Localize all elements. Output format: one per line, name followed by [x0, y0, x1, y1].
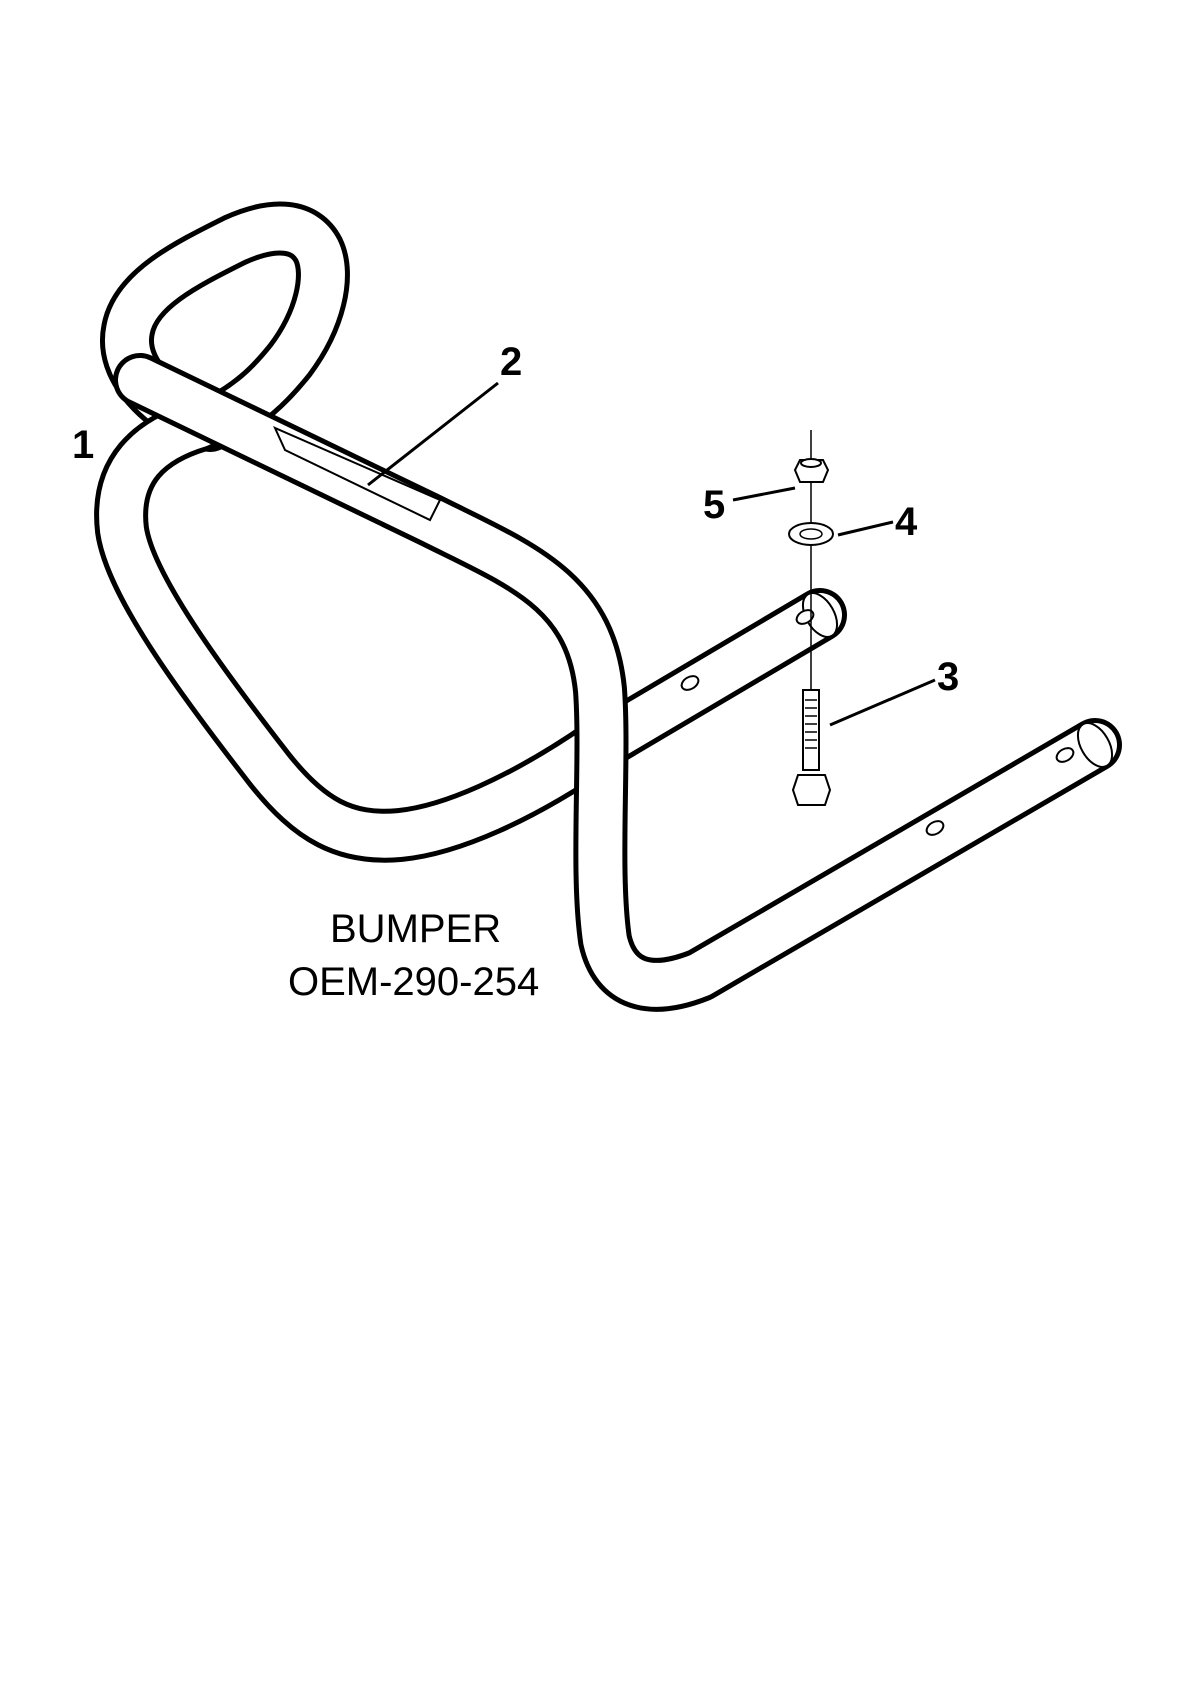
hex-nut	[795, 459, 828, 482]
bolt	[793, 690, 830, 805]
leader-line-5	[733, 488, 795, 500]
bumper-frame	[121, 229, 1119, 985]
lock-washer	[789, 523, 833, 545]
callout-3: 3	[937, 655, 959, 699]
caption-title: BUMPER	[330, 907, 501, 951]
leader-line-2	[368, 383, 498, 485]
callout-2: 2	[500, 340, 522, 384]
leader-line-3	[830, 680, 935, 725]
caption-part-number: OEM-290-254	[288, 960, 539, 1004]
callout-1: 1	[72, 423, 94, 467]
callout-4: 4	[895, 500, 918, 544]
callout-5: 5	[703, 483, 725, 527]
leader-line-4	[838, 522, 893, 535]
